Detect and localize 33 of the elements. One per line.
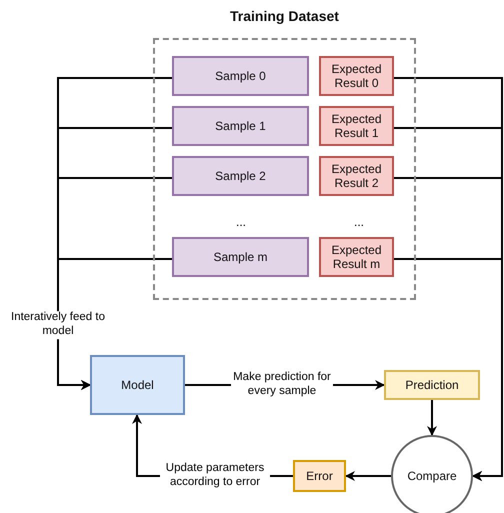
expected-result-box: [319, 56, 394, 96]
ellipsis-text: ...: [354, 215, 364, 229]
expected-result-box: [319, 156, 394, 196]
error-box: [293, 460, 346, 492]
box-label: Sample 0: [215, 68, 266, 84]
edge-label: Interatively feed to model: [9, 311, 107, 339]
expected-result-box: [319, 237, 394, 277]
arrow: [427, 400, 437, 436]
expected-result-box: [319, 106, 394, 146]
arrow: [57, 258, 172, 390]
prediction-box: [384, 370, 480, 400]
box-label: Expected Result 2: [330, 162, 383, 190]
box-label: Expected Result 0: [330, 62, 383, 90]
box-label: Sample 2: [215, 168, 266, 184]
ellipsis-text: ...: [236, 215, 246, 229]
dataset-title: Training Dataset: [229, 8, 340, 25]
sample-box: [172, 56, 309, 96]
sample-box: [172, 237, 309, 277]
box-label: Sample 1: [215, 118, 266, 134]
box-label: Prediction: [405, 378, 459, 392]
edge-label: Make prediction for every sample: [231, 371, 333, 399]
box-label: Error: [306, 468, 333, 484]
sample-box: [172, 156, 309, 196]
box-label: Sample m: [213, 250, 268, 264]
model-box: [90, 355, 185, 415]
box-label: Expected Result m: [330, 242, 383, 272]
box-label: Expected Result 1: [330, 112, 383, 140]
edge-label: Update parameters according to error: [160, 462, 270, 490]
sample-box: [172, 106, 309, 146]
arrow: [394, 258, 503, 481]
arrow: [345, 471, 391, 481]
box-label: Compare: [407, 468, 457, 484]
box-label: Model: [121, 378, 154, 392]
